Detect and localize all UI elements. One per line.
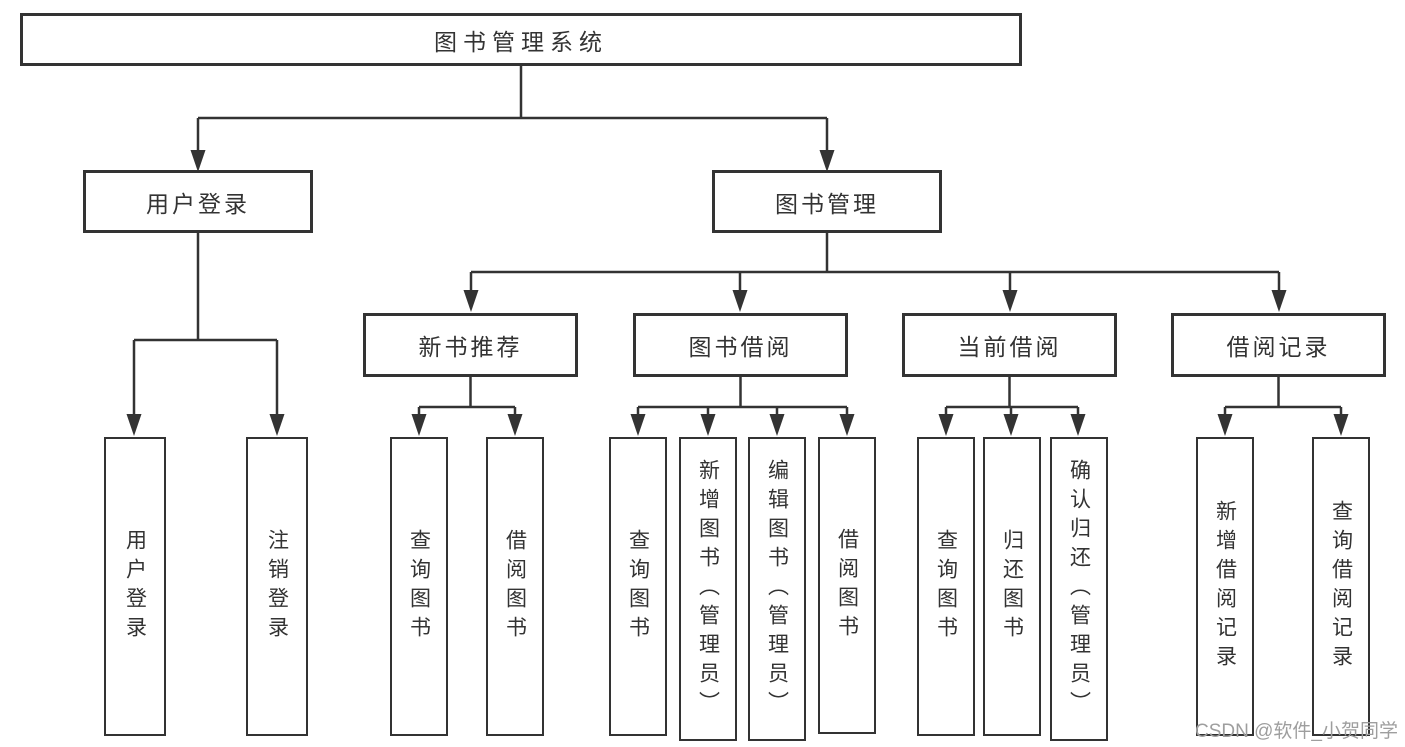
leaf-query-books-recommend: 查询图书 [390,437,448,736]
leaf-logout: 注销登录 [246,437,308,736]
arrowhead [938,414,954,436]
arrowhead [1333,414,1349,436]
csdn-watermark: CSDN @软件_小贺同学 [1195,721,1398,742]
connector-user-login [132,233,279,418]
node-new-book-recommend: 新书推荐 [363,313,578,377]
leaf-user-login: 用户登录 [104,437,166,736]
arrowhead [839,414,855,436]
node-label: 查询借阅记录 [1329,499,1353,674]
arrowhead [190,150,206,172]
node-book-management: 图书管理 [712,170,942,233]
node-label: 新增图书（管理员） [696,458,720,720]
node-label: 新增借阅记录 [1213,499,1237,674]
arrowhead [126,414,142,436]
arrowhead [269,414,285,436]
node-label: 用户登录 [123,528,147,645]
arrowhead [1070,414,1086,436]
arrowhead [1271,290,1287,312]
arrowheads [126,150,1349,436]
node-label: 图书借阅 [688,334,793,360]
connector-borrow-records [1223,377,1343,418]
node-book-borrow: 图书借阅 [633,313,848,377]
connector-book-management [469,233,1281,294]
node-label: 确认归还（管理员） [1067,458,1091,720]
arrowhead [769,414,785,436]
node-label: 注销登录 [265,528,289,645]
leaf-add-borrow-record: 新增借阅记录 [1196,437,1254,736]
node-label: 归还图书 [1000,528,1024,645]
connector-new-book-recommend [417,377,517,418]
node-label: 查询图书 [626,528,650,645]
node-label: 借阅图书 [835,527,859,644]
connector-book-borrow [636,377,849,418]
node-label: 图书管理 [775,190,879,217]
node-label: 用户登录 [146,190,250,217]
leaf-edit-book-admin: 编辑图书（管理员） [748,437,806,741]
node-root: 图书管理系统 [20,13,1022,66]
leaf-confirm-return-admin: 确认归还（管理员） [1050,437,1108,741]
arrowhead [1217,414,1233,436]
leaf-borrow-books: 借阅图书 [818,437,876,734]
node-label: 查询图书 [407,528,431,645]
arrowhead [732,290,748,312]
connector-root [196,66,829,152]
arrowhead [507,414,523,436]
arrowhead [411,414,427,436]
node-label: 借阅记录 [1226,334,1331,360]
arrowhead [819,150,835,172]
leaf-return-books: 归还图书 [983,437,1041,736]
leaf-add-book-admin: 新增图书（管理员） [679,437,737,741]
leaf-query-books-current: 查询图书 [917,437,975,736]
leaf-query-books-borrow: 查询图书 [609,437,667,736]
connector-current-borrow [944,377,1080,418]
arrowhead [1003,414,1019,436]
node-label: 借阅图书 [503,528,527,645]
node-current-borrow: 当前借阅 [902,313,1117,377]
arrowhead [1002,290,1018,312]
leaf-query-borrow-record: 查询借阅记录 [1312,437,1370,736]
node-label: 当前借阅 [957,334,1062,360]
arrowhead [630,414,646,436]
leaf-borrow-books-recommend: 借阅图书 [486,437,544,736]
node-label: 编辑图书（管理员） [765,458,789,720]
node-borrow-records: 借阅记录 [1171,313,1386,377]
node-label: 图书管理系统 [434,28,608,55]
node-user-login: 用户登录 [83,170,313,233]
arrowhead [700,414,716,436]
arrowhead [463,290,479,312]
node-label: 查询图书 [934,528,958,645]
node-label: 新书推荐 [418,334,523,360]
